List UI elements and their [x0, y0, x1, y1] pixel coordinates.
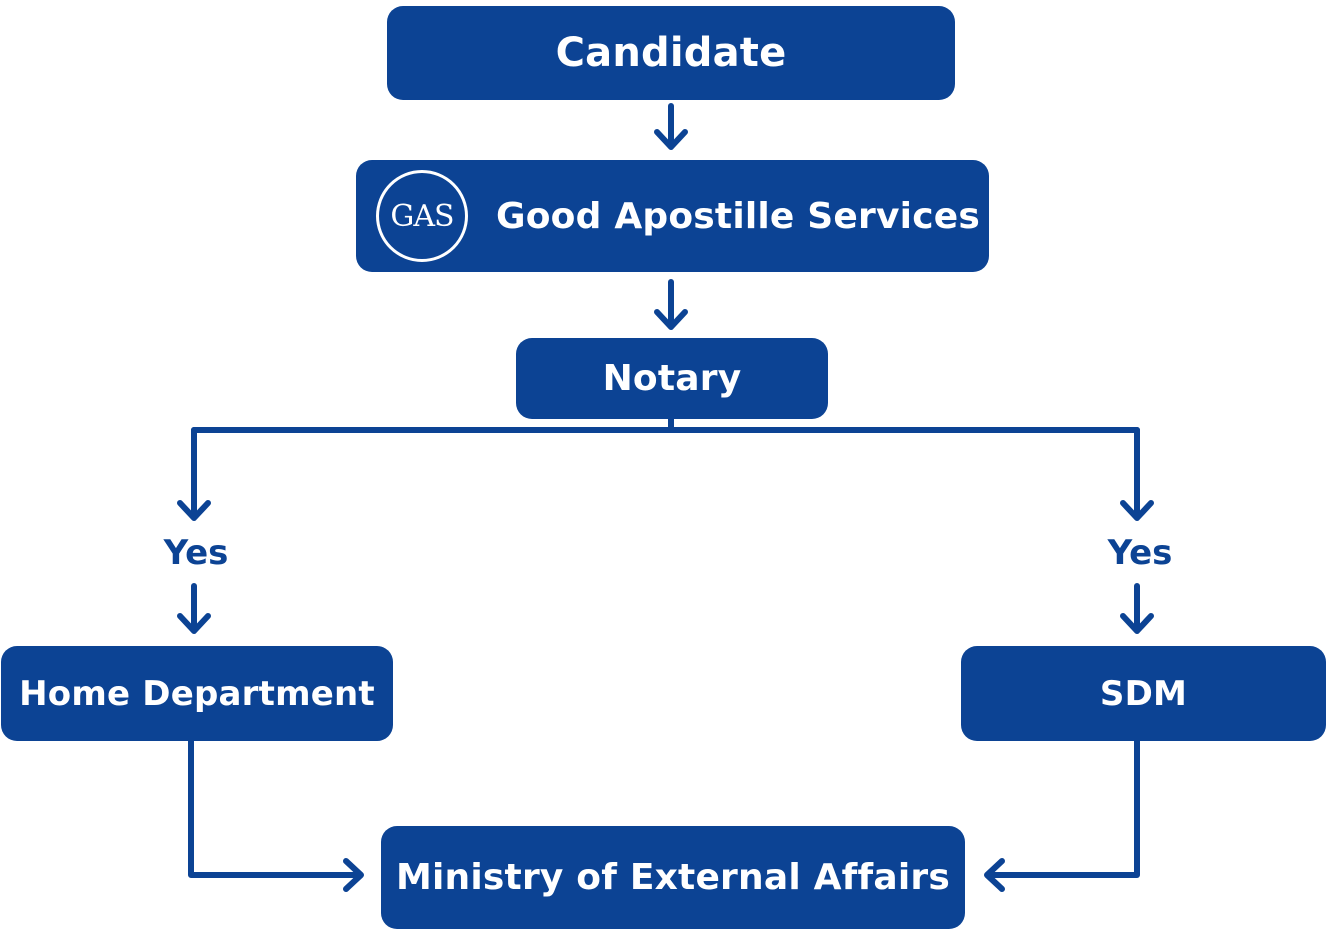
node-notary-label: Notary	[602, 358, 742, 399]
node-ministry-of-external-affairs: Ministry of External Affairs	[381, 826, 965, 929]
connector-home-mea	[188, 738, 363, 878]
arrow-head-icon	[177, 500, 211, 521]
node-good-apostille-services: GAS Good Apostille Services	[356, 160, 989, 272]
node-candidate: Candidate	[387, 6, 955, 100]
gas-logo-icon: GAS	[376, 170, 468, 262]
arrow-head-icon	[654, 129, 688, 150]
label-yes-right: Yes	[1107, 533, 1173, 573]
node-sdm: SDM	[961, 646, 1326, 741]
arrow-head-icon	[343, 858, 364, 892]
arrow-head-icon	[177, 613, 211, 634]
arrow-head-icon	[984, 858, 1005, 892]
node-home-label: Home Department	[19, 673, 375, 714]
connector-sdm-mea	[985, 738, 1140, 878]
node-mea-label: Ministry of External Affairs	[395, 857, 951, 898]
node-candidate-label: Candidate	[555, 30, 787, 76]
arrow-head-icon	[1120, 500, 1154, 521]
label-yes-left: Yes	[163, 533, 229, 573]
node-gas-label: Good Apostille Services	[496, 195, 980, 237]
node-notary: Notary	[516, 338, 828, 419]
arrow-head-icon	[654, 309, 688, 330]
gas-logo-text: GAS	[390, 198, 454, 234]
arrow-head-icon	[1120, 613, 1154, 634]
node-home-department: Home Department	[1, 646, 393, 741]
node-sdm-label: SDM	[1099, 673, 1188, 714]
